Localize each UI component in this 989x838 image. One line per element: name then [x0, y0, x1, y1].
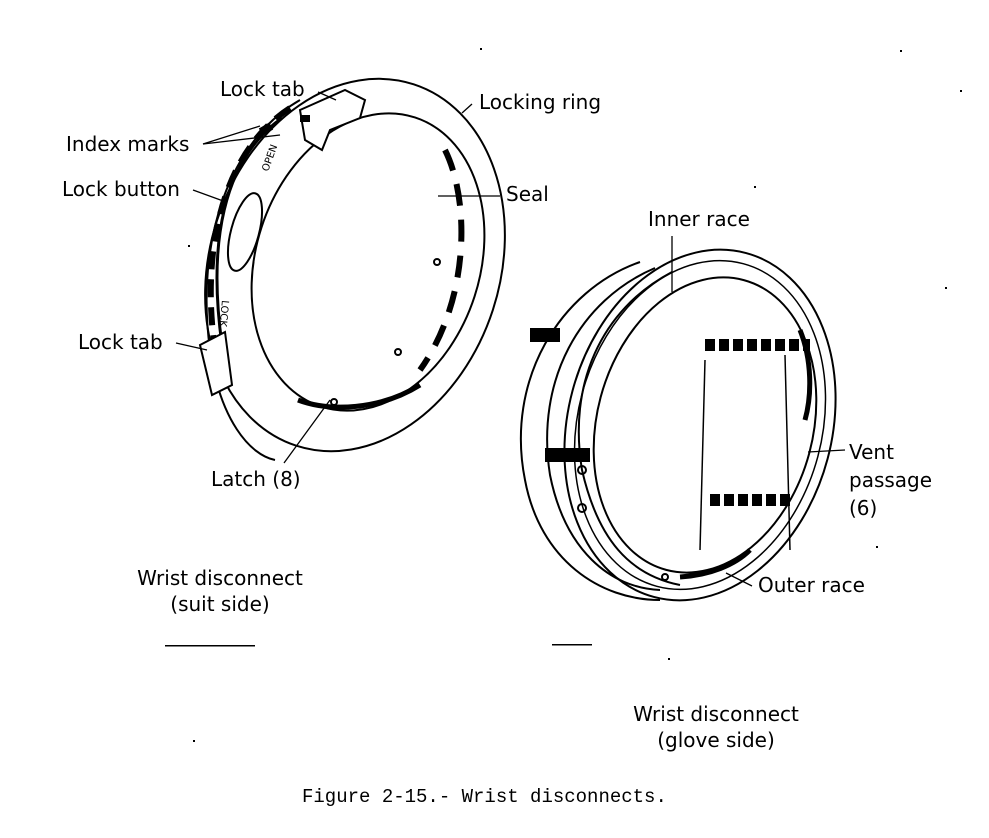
callout-locking-ring: Locking ring	[479, 90, 602, 114]
callout-lock-button: Lock button	[62, 177, 180, 201]
glove-side-title-line2: (glove side)	[657, 728, 775, 752]
seal-band	[417, 148, 465, 372]
glove-side-leaders	[671, 236, 846, 587]
callout-lock-tab-bottom: Lock tab	[78, 330, 163, 354]
suit-side-title: Wrist disconnect (suit side)	[110, 565, 330, 617]
vent-passage-line1: Vent	[849, 440, 894, 464]
lock-tab-top	[298, 88, 367, 152]
ring-marking-lock: LOCK	[217, 300, 230, 328]
callout-latch: Latch (8)	[211, 467, 301, 491]
inner-race-opening	[592, 276, 818, 574]
ring-marking-open: OPEN	[260, 143, 280, 173]
suit-side-leaders	[175, 91, 500, 464]
glove-side-ring	[520, 248, 837, 602]
outer-race-back	[520, 261, 661, 601]
callout-seal: Seal	[506, 182, 549, 206]
ring-side-band	[205, 99, 301, 461]
suit-side-title-line2: (suit side)	[170, 592, 270, 616]
glove-side-title: Wrist disconnect (glove side)	[606, 701, 826, 753]
suit-side-ring	[198, 77, 506, 461]
lock-tab-bottom	[198, 330, 234, 397]
callout-inner-race: Inner race	[648, 207, 750, 231]
figure-caption: Figure 2-15.- Wrist disconnects.	[302, 786, 667, 808]
vent-passage-line2: passage	[849, 468, 933, 492]
lock-button	[226, 192, 264, 272]
suit-side-title-line1: Wrist disconnect	[137, 566, 303, 590]
callout-lock-tab-top: Lock tab	[220, 77, 305, 101]
callout-index-marks: Index marks	[66, 132, 190, 156]
callout-vent-passage: Vent passage (6)	[849, 438, 932, 522]
scan-specks	[165, 48, 962, 742]
vent-passage-line3: (6)	[849, 496, 878, 520]
callout-outer-race: Outer race	[758, 573, 865, 597]
glove-side-title-line1: Wrist disconnect	[633, 702, 799, 726]
outer-race-front	[563, 248, 837, 602]
